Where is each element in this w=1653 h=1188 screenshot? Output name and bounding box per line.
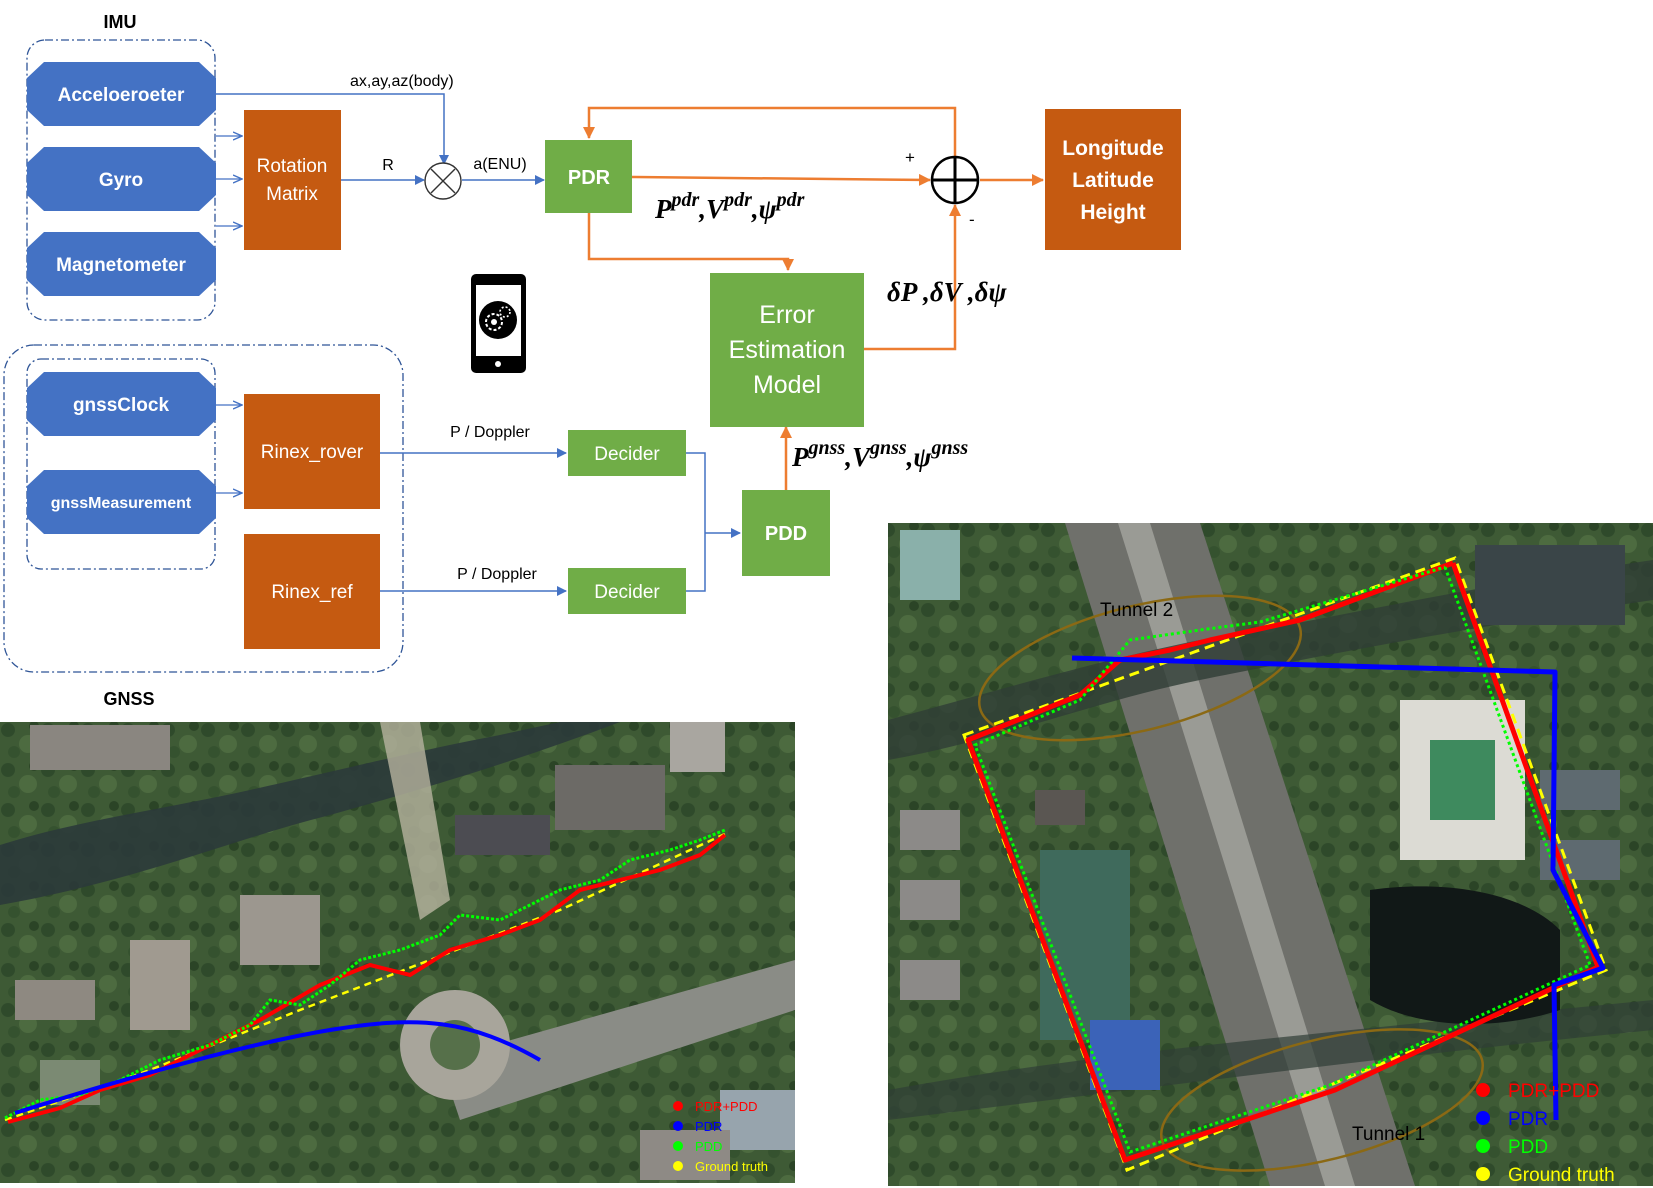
pdr-to-error-arrow: [587, 213, 794, 271]
error-to-sum-arrow: [863, 204, 961, 351]
tunnel-1-ellipse: [1159, 1028, 1485, 1172]
feedback-arrow: [583, 106, 957, 175]
pdr-state-formula: Ppdr,Vpdr,ψpdr: [654, 189, 805, 224]
output-longitude: Longitude: [1062, 137, 1163, 160]
sensor-gyro[interactable]: Gyro: [27, 147, 216, 211]
minus-label: -: [969, 210, 975, 229]
gnss-outer-border: [3, 344, 404, 673]
left-ground-truth-track: [4, 831, 728, 1122]
smartphone-gear-icon: [471, 274, 526, 373]
rinex-rover-label: Rinex_rover: [261, 442, 364, 463]
gnss-title: GNSS: [103, 689, 154, 709]
doppler-bottom-label: P / Doppler: [457, 566, 537, 583]
right-legend-pdr-pdd: PDR+PDD: [1508, 1081, 1599, 1102]
decider-merge-line: [686, 452, 706, 592]
left-legend-ground-truth: Ground truth: [695, 1159, 768, 1174]
error-state-formula: δP ,δV ,δψ: [887, 277, 1008, 307]
right-legend-pdr: PDR: [1508, 1109, 1548, 1130]
rotation-label: R: [382, 157, 394, 174]
left-pdd-track: [4, 828, 726, 1120]
right-map-legend: PDR+PDD PDR PDD Ground truth: [1476, 1081, 1615, 1186]
pdr-connectors: [583, 106, 1044, 490]
legend-dot: [673, 1121, 683, 1131]
multiplier-node: [424, 162, 462, 200]
imu-connectors: [216, 93, 545, 226]
gnss-measurement-label: gnssMeasurement: [51, 495, 192, 512]
pdr-box[interactable]: PDR: [545, 140, 632, 213]
right-pdr-pdd-track: [965, 560, 1601, 1163]
doppler-top-label: P / Doppler: [450, 424, 530, 441]
error-estimation-box[interactable]: Error Estimation Model: [710, 273, 864, 427]
right-satellite-map: Tunnel 2 Tunnel 1 PDR+PDD PDR PDD Ground…: [888, 523, 1653, 1186]
summing-node: [930, 155, 980, 205]
gyro-label: Gyro: [99, 170, 143, 191]
right-pdd-track: [973, 565, 1592, 1154]
decider-top-label: Decider: [594, 444, 660, 465]
right-pdr-track: [1071, 655, 1606, 1121]
error-model-line3: Model: [753, 371, 821, 399]
legend-dot: [1476, 1083, 1490, 1097]
left-legend-pdr-pdd: PDR+PDD: [695, 1099, 758, 1114]
left-legend-pdd: PDD: [695, 1139, 722, 1154]
output-box[interactable]: Longitude Latitude Height: [1045, 109, 1181, 250]
pdr-to-sum-arrow: [631, 173, 931, 186]
left-pdr-pdd-track: [7, 833, 727, 1124]
error-model-line1: Error: [759, 301, 815, 329]
legend-dot: [673, 1161, 683, 1171]
left-satellite-map: PDR+PDD PDR PDD Ground truth: [0, 722, 795, 1183]
sensor-gnss-clock[interactable]: gnssClock: [27, 372, 216, 436]
right-legend-ground-truth: Ground truth: [1508, 1165, 1615, 1186]
enu-accel-label: a(ENU): [473, 156, 526, 173]
sensor-magnetometer[interactable]: Magnetometer: [27, 232, 216, 296]
accel-to-multiplier-arrow: [216, 93, 449, 165]
legend-dot: [1476, 1139, 1490, 1153]
gnss-inner-border: [26, 358, 216, 570]
decider-bottom-label: Decider: [594, 582, 660, 603]
left-pdr-track: [14, 1020, 541, 1115]
output-latitude: Latitude: [1072, 169, 1154, 192]
gnss-clock-label: gnssClock: [73, 395, 170, 416]
tunnel-2-ellipse: [977, 594, 1303, 742]
output-height: Height: [1080, 201, 1145, 224]
rotation-matrix-line2: Matrix: [266, 184, 318, 205]
rinex-ref-box[interactable]: Rinex_ref: [244, 534, 380, 649]
rinex-ref-label: Rinex_ref: [271, 582, 353, 603]
rotation-matrix-box[interactable]: Rotation Matrix: [244, 110, 341, 250]
magnetometer-label: Magnetometer: [56, 255, 186, 276]
legend-dot: [673, 1141, 683, 1151]
gnss-state-formula: Pgnss,Vgnss,ψgnss: [791, 437, 968, 472]
body-accel-label: ax,ay,az(body): [350, 73, 454, 90]
rotation-matrix-line1: Rotation: [257, 156, 328, 177]
tunnel-1-label: Tunnel 1: [1352, 1124, 1425, 1145]
rinex-rover-box[interactable]: Rinex_rover: [244, 394, 380, 509]
left-map-legend: PDR+PDD PDR PDD Ground truth: [673, 1099, 768, 1174]
tunnel-2-label: Tunnel 2: [1100, 600, 1173, 621]
legend-dot: [673, 1101, 683, 1111]
pdd-box[interactable]: PDD: [742, 490, 830, 576]
gnss-group: GNSS: [3, 344, 404, 709]
sensor-gnss-measurement[interactable]: gnssMeasurement: [27, 470, 216, 534]
plus-label: +: [905, 148, 915, 167]
accelerometer-label: Acceloeroeter: [58, 85, 185, 106]
gnss-connectors: [216, 405, 741, 596]
left-legend-pdr: PDR: [695, 1119, 722, 1134]
legend-dot: [1476, 1111, 1490, 1125]
error-model-line2: Estimation: [729, 336, 846, 364]
legend-dot: [1476, 1167, 1490, 1181]
decider-bottom-box[interactable]: Decider: [568, 568, 686, 614]
right-legend-pdd: PDD: [1508, 1137, 1548, 1158]
decider-top-box[interactable]: Decider: [568, 430, 686, 476]
imu-title: IMU: [104, 12, 137, 32]
pdr-label: PDR: [568, 167, 611, 189]
pdd-label: PDD: [765, 523, 807, 545]
sensor-accelerometer[interactable]: Acceloeroeter: [27, 62, 216, 126]
